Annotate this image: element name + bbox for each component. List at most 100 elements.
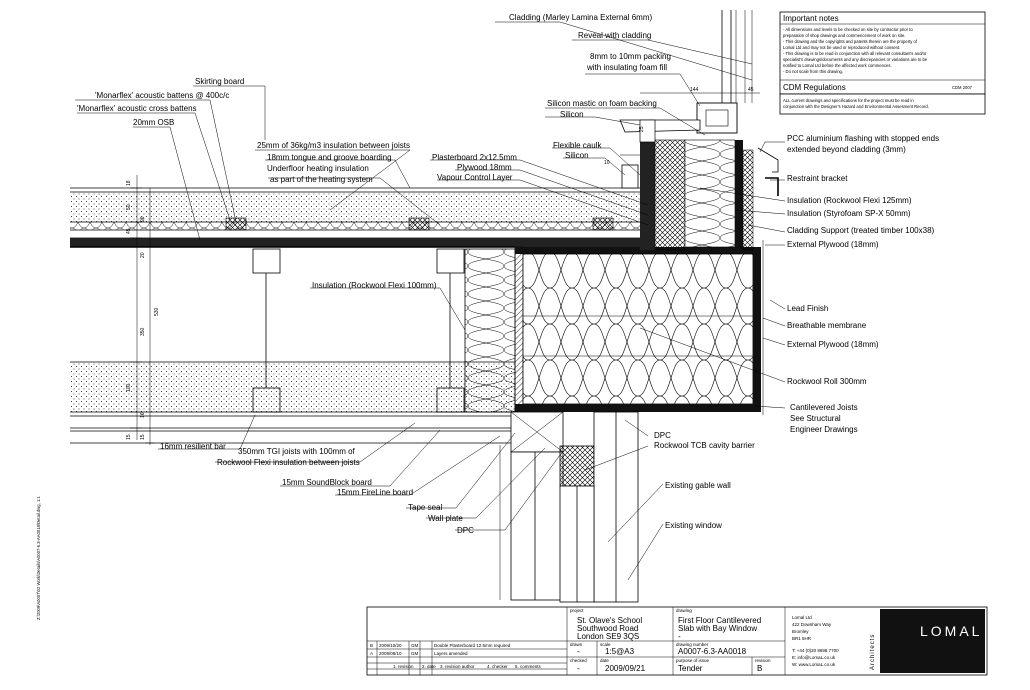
label-cladding: Cladding (Marley Lamina External 6mm) — [509, 13, 653, 22]
upper-wall-window — [619, 10, 779, 251]
checked-label: checked — [570, 658, 587, 663]
label-rockwool-tcb: Rockwool TCB cavity barrier — [654, 441, 755, 450]
label-external-plywood-2: External Plywood (18mm) — [787, 340, 879, 349]
label-cantilever-2: See Structural — [790, 414, 841, 423]
contact-line: T: +44 (0)20 8698 7700 — [792, 648, 839, 653]
scale-value: 1:5@A3 — [605, 647, 635, 656]
cdm-line: conjunction with the Designer's Hazard a… — [783, 104, 929, 109]
dim-16: 16 — [140, 412, 146, 418]
annotation-labels: Cladding (Marley Lamina External 6mm) Re… — [77, 13, 939, 535]
acoustic-batten — [592, 217, 614, 231]
cdm-title: CDM Regulations — [783, 83, 846, 92]
drawn-label: drawn — [570, 642, 583, 647]
drawing-title-line: - — [678, 632, 681, 641]
label-resilient-bar: 16mm resilient bar — [160, 442, 226, 451]
label-monarflex-battens: 'Monarflex' acoustic battens @ 400c/c — [95, 91, 229, 100]
wall-section — [464, 240, 764, 415]
architects-label: Architects — [870, 634, 876, 670]
label-skirting: Skirting board — [195, 77, 244, 86]
note-line: - All dimensions and levels to be checke… — [783, 27, 913, 32]
company-line: BR1 5HR — [792, 636, 812, 641]
acoustic-batten — [408, 217, 430, 231]
note-line: preparation of shop drawings and commenc… — [783, 33, 905, 38]
revision-author: GM — [411, 651, 419, 656]
rev-header: 3. revision author — [440, 664, 475, 669]
label-monarflex-cross: 'Monarflex' acoustic cross battens — [77, 104, 197, 113]
label-wall-plate: Wall plate — [428, 514, 463, 523]
label-plywood-18: Plywood 18mm — [457, 163, 512, 172]
note-line: Lomal Ltd and may not be used or reprodu… — [783, 45, 900, 50]
label-packing-1: 8mm to 10mm packing — [590, 52, 671, 61]
label-underfloor-2: as part of the heating system — [270, 175, 373, 184]
dim-100: 100 — [126, 383, 132, 392]
dim-10: 10 — [604, 160, 610, 166]
note-line: specialist's drawings/documents and any … — [783, 57, 928, 62]
label-silicon-2: Silicon — [565, 151, 589, 160]
dim-45: 45 — [126, 228, 132, 234]
cdm-year: CDM 2007 — [952, 85, 973, 90]
note-line: notified to Lomal Ltd before the affecte… — [783, 63, 892, 68]
label-fireline: 15mm FireLine board — [337, 488, 413, 497]
existing-wall — [499, 411, 639, 603]
revision-letter: A — [370, 651, 373, 656]
company-line: Bromley — [792, 629, 809, 634]
label-silicon-mastic: Silicon mastic on foam backing — [547, 99, 657, 108]
rev-header: 1. revision — [393, 664, 414, 669]
label-lead: Lead Finish — [787, 304, 828, 313]
label-plasterboard: Plasterboard 2x12.5mm — [432, 153, 517, 162]
dim-25: 25 — [639, 126, 645, 132]
label-breathable: Breathable membrane — [787, 321, 867, 330]
dim-96: 96 — [140, 216, 146, 222]
logo-block — [880, 609, 985, 673]
revision-date: 2009/08/10 — [379, 651, 402, 656]
label-gable-wall: Existing gable wall — [665, 481, 731, 490]
purpose-label: purpose of issue — [676, 658, 710, 663]
contact-line: W: www.LomaL.co.uk — [792, 662, 836, 667]
rev-header: 5. comments — [515, 664, 542, 669]
revision-author: GM — [411, 643, 419, 648]
date-label: date — [600, 658, 609, 663]
drawing-number-label: drawing number — [676, 642, 709, 647]
dim-15a: 15 — [126, 434, 132, 440]
label-cantilever-1: Cantilevered Joists — [790, 403, 858, 412]
floor-buildup — [70, 164, 648, 248]
note-line: - This drawing and the copyrights and pa… — [783, 39, 918, 44]
company-line: 422 Downham Way — [792, 622, 832, 627]
dim-45-top: 45 — [748, 87, 754, 93]
label-ins-flexi-100: Insulation (Rockwool Flexi 100mm) — [312, 281, 437, 290]
acoustic-batten — [225, 217, 247, 231]
label-insulation-25: 25mm of 36kg/m3 insulation between joist… — [257, 141, 410, 150]
revision-comment: Double Plasterboard 12.5mm required — [434, 643, 511, 648]
note-line: - This drawing is to be read in conjunct… — [783, 51, 927, 56]
label-pcc-2: extended beyond cladding (3mm) — [787, 145, 906, 154]
label-external-plywood-1: External Plywood (18mm) — [787, 240, 879, 249]
purpose-value: Tender — [678, 664, 703, 673]
title-block: B 2009/10/20 GM Double Plasterboard 12.5… — [366, 606, 988, 676]
date-value: 2009/09/21 — [605, 664, 646, 673]
label-tgi-1: 350mm TGI joists with 100mm of — [238, 447, 356, 456]
label-rockwool-roll: Rockwool Roll 300mm — [787, 377, 867, 386]
contact-line: E: info@LomaL.co.uk — [792, 655, 836, 660]
label-reveal: Reveal with cladding — [578, 31, 651, 40]
dim-50: 50 — [126, 204, 132, 210]
logo: LOMAL — [920, 623, 982, 639]
dim-20: 20 — [140, 252, 146, 258]
label-tgi-2: Rockwool Flexi insulation between joists — [217, 458, 360, 467]
notes-title: Important notes — [783, 14, 839, 23]
ceiling-joists — [70, 248, 515, 444]
revision-comment: Layers amended — [434, 651, 468, 656]
label-tape-seal: Tape seal — [408, 503, 442, 512]
drawing-title-line: First Floor Cantilevered — [678, 616, 761, 625]
label-packing-2: with insulating foam fill — [586, 63, 667, 72]
label-dpc-1: DPC — [654, 431, 671, 440]
drawing-title-line: Slab with Bay Window — [678, 624, 757, 633]
label-osb: 20mm OSB — [133, 118, 174, 127]
note-line: - Do not scale from this drawing. — [783, 69, 843, 74]
label-underfloor-1: Underfloor heating insulation — [267, 164, 369, 173]
revision-label: revision — [755, 658, 771, 663]
revision-date: 2009/10/20 — [379, 643, 402, 648]
project-line: Southwood Road — [577, 624, 638, 633]
revision-value: B — [757, 664, 762, 673]
